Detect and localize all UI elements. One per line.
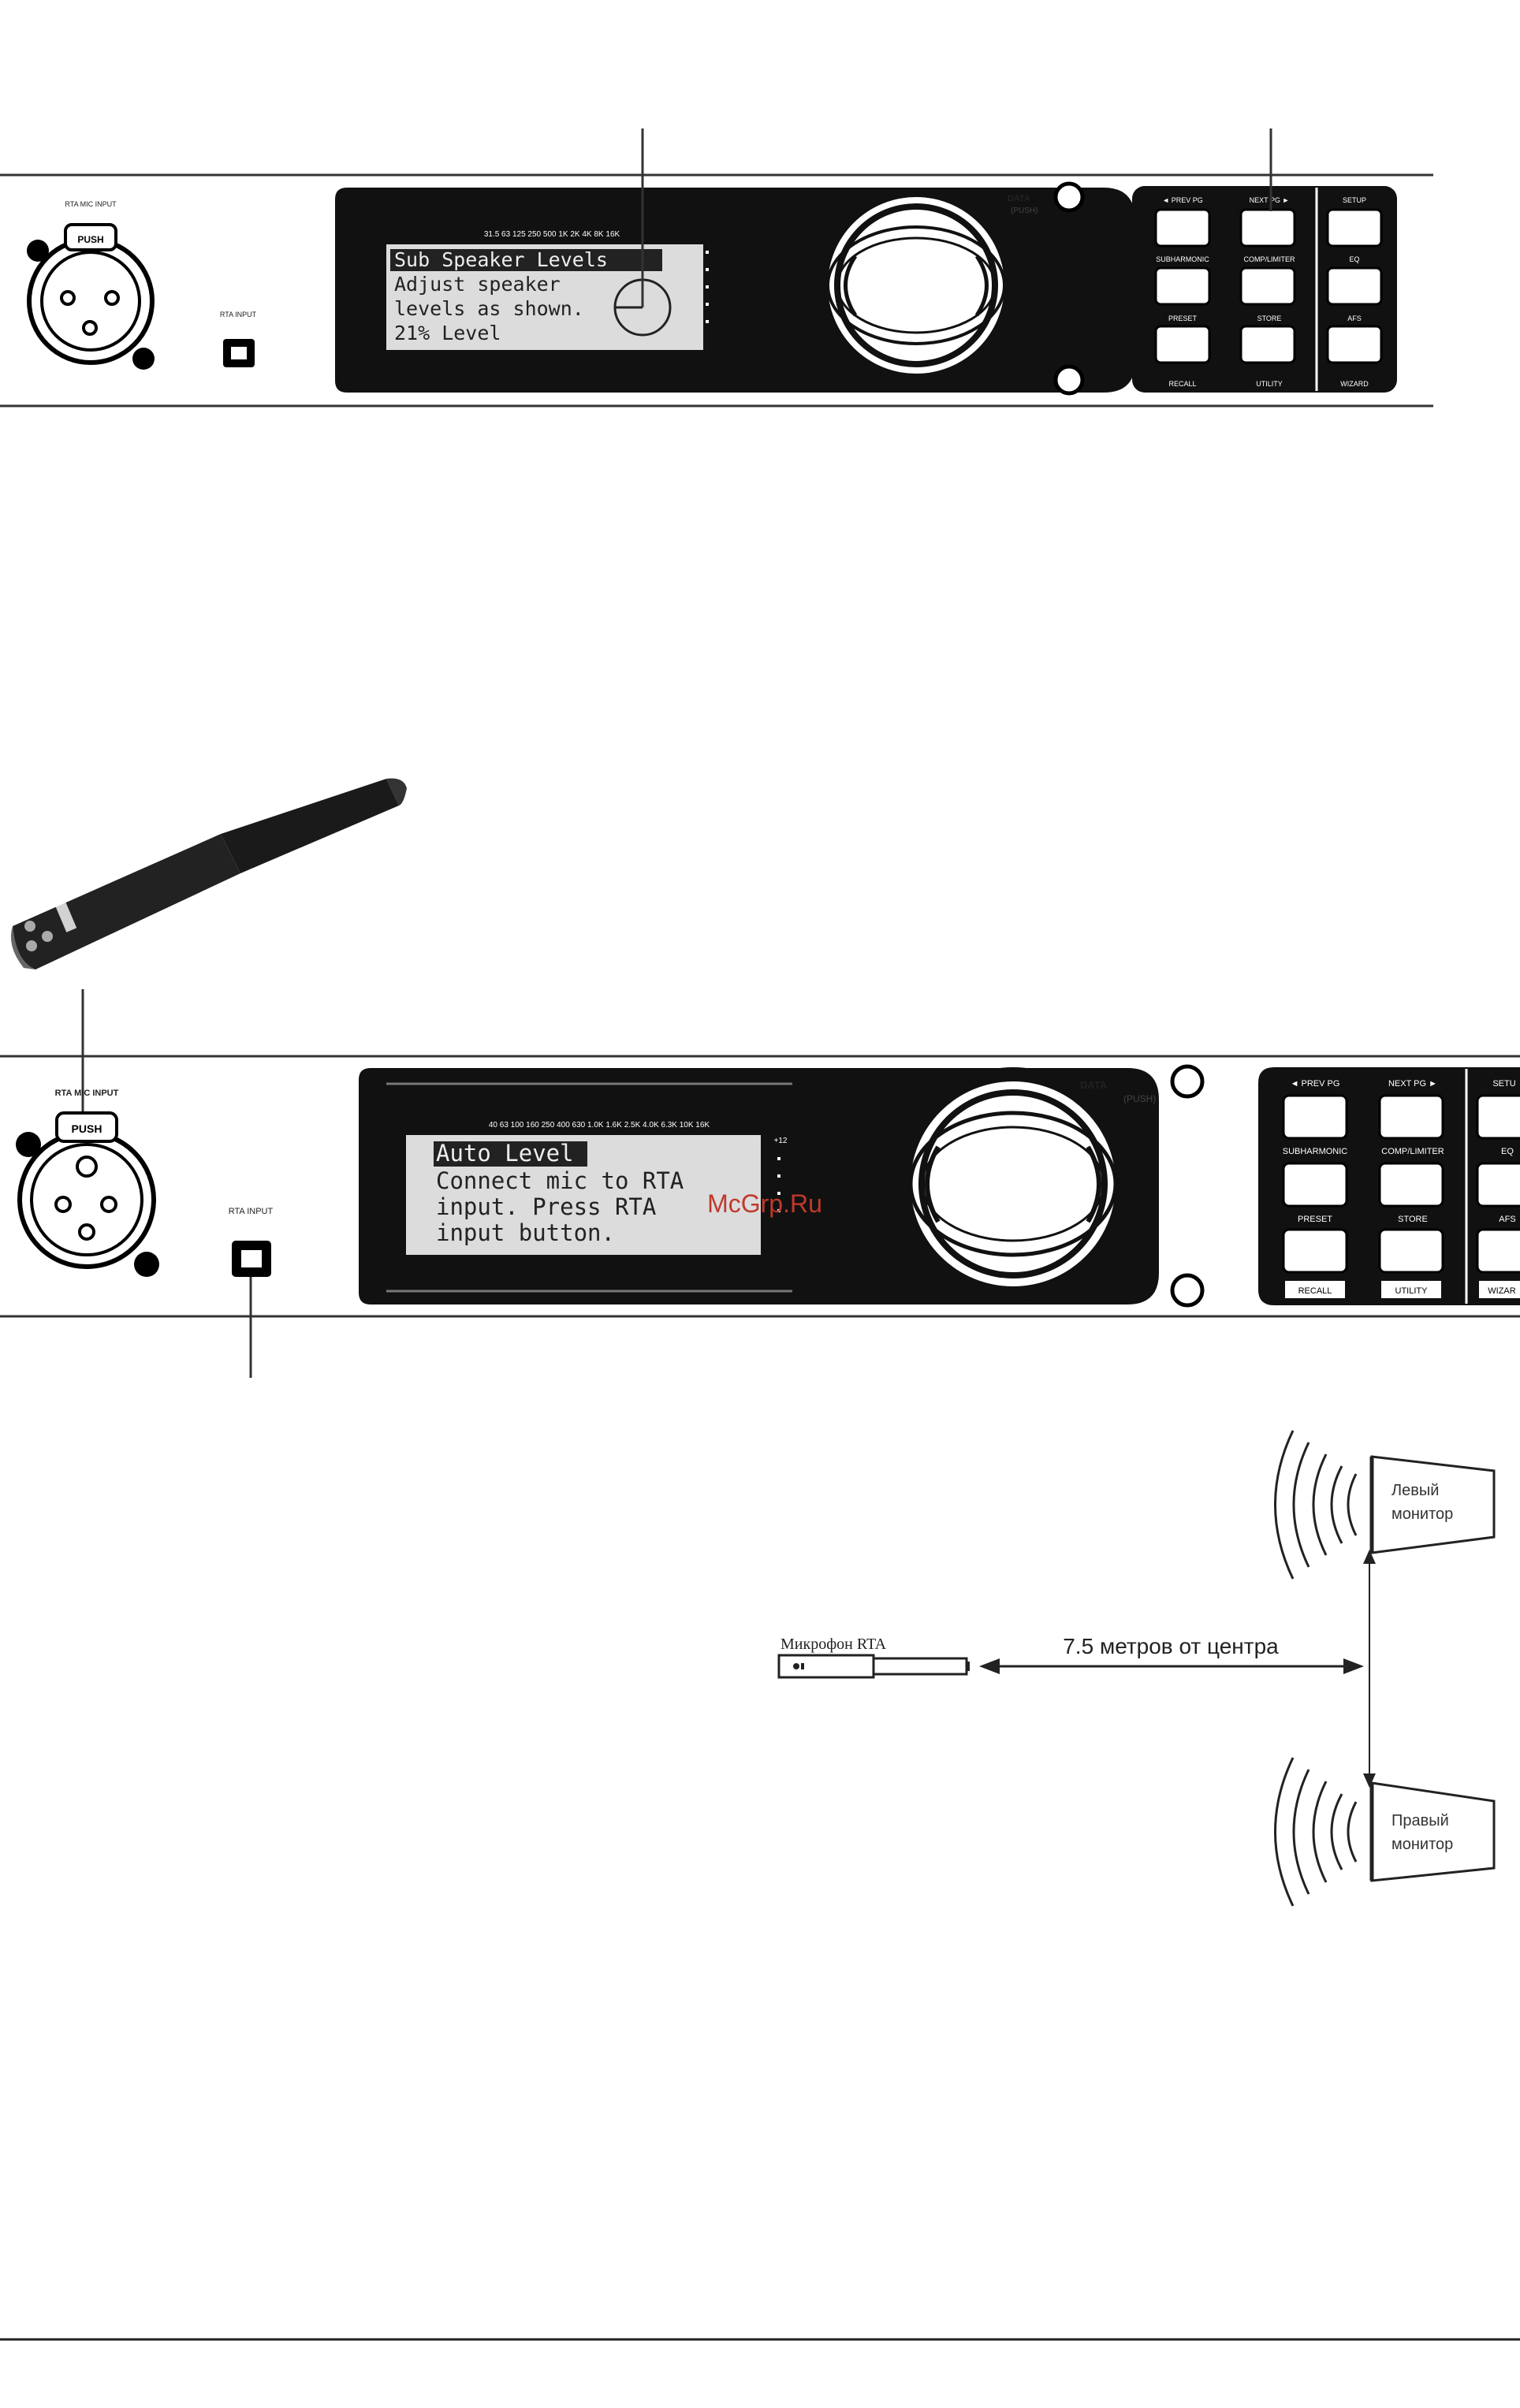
panel1-push-sub-label: (PUSH)	[1011, 207, 1038, 215]
panel2-screw-icon	[134, 1252, 159, 1277]
panel1-afs-button[interactable]	[1326, 325, 1383, 364]
panel2-push-label: PUSH	[72, 1122, 102, 1135]
mic-diagram-label: Микрофон RTA	[780, 1636, 887, 1653]
panel2-prev-label: ◄ PREV PG	[1291, 1079, 1340, 1089]
panel1-screw-icon	[27, 240, 49, 262]
panel1-store-label: STORE	[1257, 314, 1282, 322]
panel1-xlr-input[interactable]: RTA MIC INPUT PUSH	[27, 200, 155, 370]
panel2-lcd-line4: input button.	[436, 1219, 615, 1246]
panel2-preset-button[interactable]	[1282, 1228, 1348, 1274]
panel1-rta-input-label: RTA INPUT	[220, 311, 257, 318]
panel1-bottom-screw-icon	[1053, 364, 1085, 396]
panel2-next-pg-button[interactable]	[1378, 1094, 1444, 1140]
left-monitor-label-2: монитор	[1391, 1505, 1453, 1523]
panel1-setup-button[interactable]	[1326, 208, 1383, 247]
panel2-data-wheel[interactable]	[896, 1067, 1130, 1301]
left-monitor-label-1: Левый	[1391, 1482, 1439, 1499]
panel1-next-pg-button[interactable]	[1239, 208, 1296, 247]
panel1-store-button[interactable]	[1239, 325, 1296, 364]
panel2-eq-button[interactable]	[1476, 1162, 1520, 1208]
panel2-prev-pg-button[interactable]	[1282, 1094, 1348, 1140]
panel2-eq-label: EQ	[1501, 1147, 1514, 1156]
arrow-up-icon	[1363, 1550, 1376, 1564]
panel2-store-button[interactable]	[1378, 1228, 1444, 1274]
arrow-left-icon	[979, 1658, 1000, 1674]
sound-wave-icon	[1347, 1473, 1358, 1536]
panel1-mic-input-label: RTA MIC INPUT	[65, 200, 117, 208]
panel2-bottom-screw-icon	[1170, 1273, 1205, 1308]
device-panel-2: RTA MIC INPUT PUSH RTA INPUT 40 63 100 1…	[0, 1055, 1520, 1378]
panel1-data-label: DATA	[1008, 194, 1030, 203]
panel2-utility-label: UTILITY	[1395, 1286, 1429, 1296]
panel2-complimiter-label: COMP/LIMITER	[1381, 1147, 1444, 1156]
panel2-complimiter-button[interactable]	[1378, 1162, 1444, 1208]
panel2-data-label: DATA	[1080, 1079, 1108, 1091]
panel2-meter-dots	[777, 1157, 780, 1212]
panel1-prev-pg-button[interactable]	[1154, 208, 1211, 247]
right-monitor-label-1: Правый	[1391, 1812, 1449, 1829]
panel1-wizard-label: WIZARD	[1340, 380, 1369, 388]
panel2-meter-top: +12	[774, 1137, 788, 1145]
panel2-eq-freqs: 40 63 100 160 250 400 630 1.0K 1.6K 2.5K…	[489, 1121, 710, 1130]
panel2-subharmonic-button[interactable]	[1282, 1162, 1348, 1208]
panel1-eq-label: EQ	[1349, 255, 1359, 263]
panel2-afs-label: AFS	[1499, 1215, 1515, 1224]
panel1-subharmonic-button[interactable]	[1154, 266, 1211, 306]
panel2-mic-input-label: RTA MIC INPUT	[55, 1089, 119, 1098]
panel2-top-screw-icon	[1170, 1064, 1205, 1099]
panel1-next-label: NEXT PG ►	[1250, 196, 1290, 204]
panel2-rta-input-label: RTA INPUT	[229, 1207, 274, 1216]
panel1-lcd-line2: Adjust speaker	[394, 273, 561, 296]
watermark-text: McGrp.Ru	[707, 1189, 822, 1218]
panel1-push-tab[interactable]	[64, 223, 117, 251]
panel2-xlr-input[interactable]: RTA MIC INPUT PUSH	[16, 1089, 159, 1277]
panel2-setup-button[interactable]	[1476, 1094, 1520, 1140]
panel1-lcd-line3: levels as shown.	[394, 297, 584, 320]
placement-diagram: Левый монитор Правый монитор Микрофон RT…	[777, 1430, 1496, 1907]
panel1-top-screw-icon	[1053, 181, 1085, 213]
panel1-data-wheel[interactable]	[826, 197, 1006, 374]
rta-microphone-image	[10, 778, 407, 970]
panel1-push-label: PUSH	[77, 234, 103, 245]
panel2-wizard-label: WIZAR	[1488, 1286, 1515, 1296]
panel1-complimiter-label: COMP/LIMITER	[1243, 255, 1295, 263]
panel2-subharmonic-label: SUBHARMONIC	[1283, 1147, 1348, 1156]
device-panel-1: RTA MIC INPUT PUSH RTA INPUT 31.5 63 125…	[0, 128, 1433, 408]
panel1-prev-label: ◄ PREV PG	[1162, 196, 1202, 204]
right-monitor-speaker: Правый монитор	[1274, 1757, 1496, 1907]
panel2-push-tab[interactable]	[55, 1111, 118, 1143]
panel1-afs-label: AFS	[1347, 314, 1362, 322]
panel1-recall-label: RECALL	[1168, 380, 1196, 388]
panel2-lcd-line1: Auto Level	[436, 1140, 574, 1167]
panel1-complimiter-button[interactable]	[1239, 266, 1296, 306]
panel1-screw-icon	[132, 348, 155, 370]
panel2-store-label: STORE	[1398, 1215, 1428, 1224]
panel1-eq-freqs: 31.5 63 125 250 500 1K 2K 4K 8K 16K	[484, 230, 620, 239]
panel1-meter-dots	[706, 251, 709, 323]
panel2-lcd-line3: input. Press RTA	[436, 1193, 656, 1220]
panel2-push-sub-label: (PUSH)	[1123, 1093, 1156, 1104]
right-monitor-label-2: монитор	[1391, 1836, 1453, 1853]
panel1-utility-label: UTILITY	[1256, 380, 1283, 388]
panel2-afs-button[interactable]	[1476, 1228, 1520, 1274]
distance-label: 7.5 метров от центра	[1063, 1634, 1279, 1658]
panel2-preset-label: PRESET	[1298, 1215, 1332, 1224]
rta-mic-diagram: Микрофон RTA	[777, 1636, 970, 1679]
panel2-recall-label: RECALL	[1298, 1286, 1332, 1296]
panel1-preset-button[interactable]	[1154, 325, 1211, 364]
panel1-eq-button[interactable]	[1326, 266, 1383, 306]
panel1-subharmonic-label: SUBHARMONIC	[1156, 255, 1209, 263]
panel2-lcd-line2: Connect mic to RTA	[436, 1167, 684, 1194]
panel1-preset-label: PRESET	[1168, 314, 1198, 322]
left-monitor-speaker: Левый монитор	[1274, 1430, 1496, 1580]
panel2-next-label: NEXT PG ►	[1388, 1079, 1437, 1089]
panel1-setup-label: SETUP	[1343, 196, 1366, 204]
panel2-screw-icon	[16, 1132, 41, 1157]
sound-wave-icon	[1347, 1801, 1358, 1863]
panel1-lcd-line4: 21% Level	[394, 322, 501, 344]
panel1-lcd-line1: Sub Speaker Levels	[394, 248, 608, 271]
arrow-down-icon	[1363, 1773, 1376, 1788]
panel2-setup-label: SETU	[1492, 1079, 1515, 1089]
arrow-right-icon	[1343, 1658, 1364, 1674]
